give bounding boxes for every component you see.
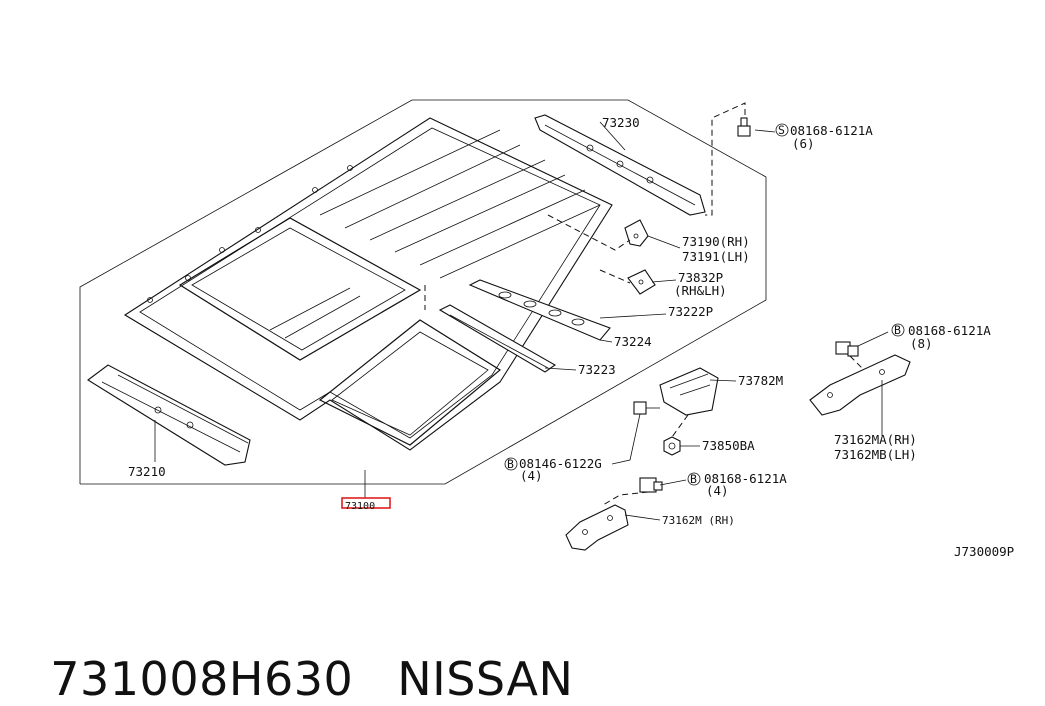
assembly-frame: [79, 99, 767, 485]
bracket-73162ma: [809, 354, 911, 416]
marker-s: S: [778, 123, 785, 137]
label-73191: 73191(LH): [682, 249, 750, 264]
nut-73850ba: [663, 436, 681, 456]
roof-panel-diagram: 73230 S 08168-6121A (6) 73190(RH) 73191(…: [79, 99, 1014, 559]
label-08168-top-qty: (6): [792, 136, 815, 151]
bolt-08168-mid: [639, 477, 663, 493]
bracket-73782m: [659, 367, 719, 416]
bolt-08168-top: [737, 117, 751, 137]
marker-b-08168-right: B: [894, 323, 901, 337]
bolt-08168-right: [835, 341, 859, 357]
label-73782m: 73782M: [738, 373, 783, 388]
label-08168-mid: 08168-6121A: [704, 471, 787, 486]
label-73832p-side: (RH&LH): [674, 283, 727, 298]
label-08168-top: 08168-6121A: [790, 123, 873, 138]
label-73100: 73100: [345, 501, 375, 512]
bracket-73162m: [565, 504, 629, 551]
label-08168-mid-qty: (4): [706, 483, 729, 498]
footer-title: 731008H630 NISSAN: [20, 598, 573, 706]
marker-b-08146: B: [507, 457, 514, 471]
highlight-box-73100: [341, 497, 391, 509]
rail-73210: [87, 364, 251, 466]
bow-73224: [468, 279, 611, 341]
leader-bracket-2: [599, 269, 631, 284]
part-number: 731008H630: [50, 652, 354, 706]
roof-panel-73100: [123, 117, 613, 451]
drawing-code: J730009P: [954, 544, 1014, 559]
rail-73230: [534, 114, 706, 216]
brand-name: NISSAN: [397, 652, 574, 706]
label-73832p: 73832P: [678, 270, 723, 285]
label-73162mb: 73162MB(LH): [834, 447, 917, 462]
label-73190: 73190(RH): [682, 234, 750, 249]
label-73850ba: 73850BA: [702, 438, 755, 453]
bow-73223: [438, 304, 557, 373]
label-08146-qty: (4): [520, 468, 543, 483]
leader-bracket: [547, 214, 631, 251]
bolt-08146: [633, 401, 660, 415]
label-73223: 73223: [578, 362, 616, 377]
label-73230: 73230: [602, 115, 640, 130]
label-73222p: 73222P: [668, 304, 713, 319]
label-08168-right-qty: (8): [910, 336, 933, 351]
marker-b-08168-mid: B: [690, 472, 697, 486]
label-08168-right: 08168-6121A: [908, 323, 991, 338]
label-73162ma: 73162MA(RH): [834, 432, 917, 447]
bracket-73832p: [627, 269, 656, 295]
bracket-73190: [624, 219, 649, 247]
label-08146: 08146-6122G: [519, 456, 602, 471]
label-73162m: 73162M (RH): [662, 514, 735, 527]
label-73224: 73224: [614, 334, 652, 349]
label-73210: 73210: [128, 464, 166, 479]
leader-bolt-top: [705, 102, 746, 216]
